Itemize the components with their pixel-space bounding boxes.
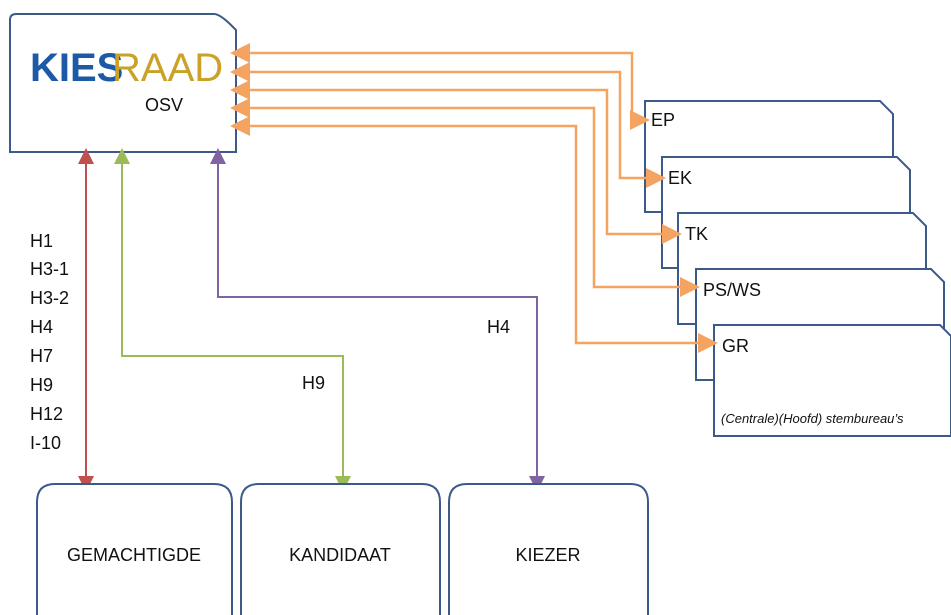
bureau-label-tk: TK xyxy=(685,224,708,244)
logo-sub: OSV xyxy=(145,95,183,115)
h-code: H9 xyxy=(30,375,53,395)
connector-gr xyxy=(230,116,718,353)
party-box-kandidaat xyxy=(240,483,441,615)
h-code: H7 xyxy=(30,346,53,366)
party-box-gemachtigde xyxy=(36,483,233,615)
connector-tk xyxy=(230,80,682,244)
bureau-caption: (Centrale)(Hoofd) stembureau’s xyxy=(721,411,904,426)
h-code: H4 xyxy=(30,317,53,337)
party-label-kandidaat: KANDIDAAT xyxy=(289,545,391,565)
logo-kies: KIES xyxy=(30,46,123,90)
bureau-label-gr: GR xyxy=(722,336,749,356)
connector-psws xyxy=(230,98,700,297)
party-label-gemachtigde: GEMACHTIGDE xyxy=(67,545,201,565)
bureau-box-gr xyxy=(713,324,951,437)
bureau-label-psws: PS/WS xyxy=(703,280,761,300)
bureau-label-ep: EP xyxy=(651,110,675,130)
h-code-list: H1 H3-1 H3-2 H4 H7 H9 H12 I-10 xyxy=(30,231,69,453)
h-code: H3-2 xyxy=(30,288,69,308)
edge-label-kiezer: H4 xyxy=(487,317,510,337)
edge-label-kandidaat: H9 xyxy=(302,373,325,393)
connector-kandidaat xyxy=(114,148,351,492)
h-code: I-10 xyxy=(30,433,61,453)
logo-raad: RAAD xyxy=(112,46,223,90)
h-code: H12 xyxy=(30,404,63,424)
osv-box xyxy=(9,13,237,153)
party-box-kiezer xyxy=(448,483,649,615)
bureau-label-ek: EK xyxy=(668,168,692,188)
connector-kiezer xyxy=(210,148,545,492)
connector-ep xyxy=(230,43,650,130)
h-code: H1 xyxy=(30,231,53,251)
party-label-kiezer: KIEZER xyxy=(515,545,580,565)
h-code: H3-1 xyxy=(30,259,69,279)
